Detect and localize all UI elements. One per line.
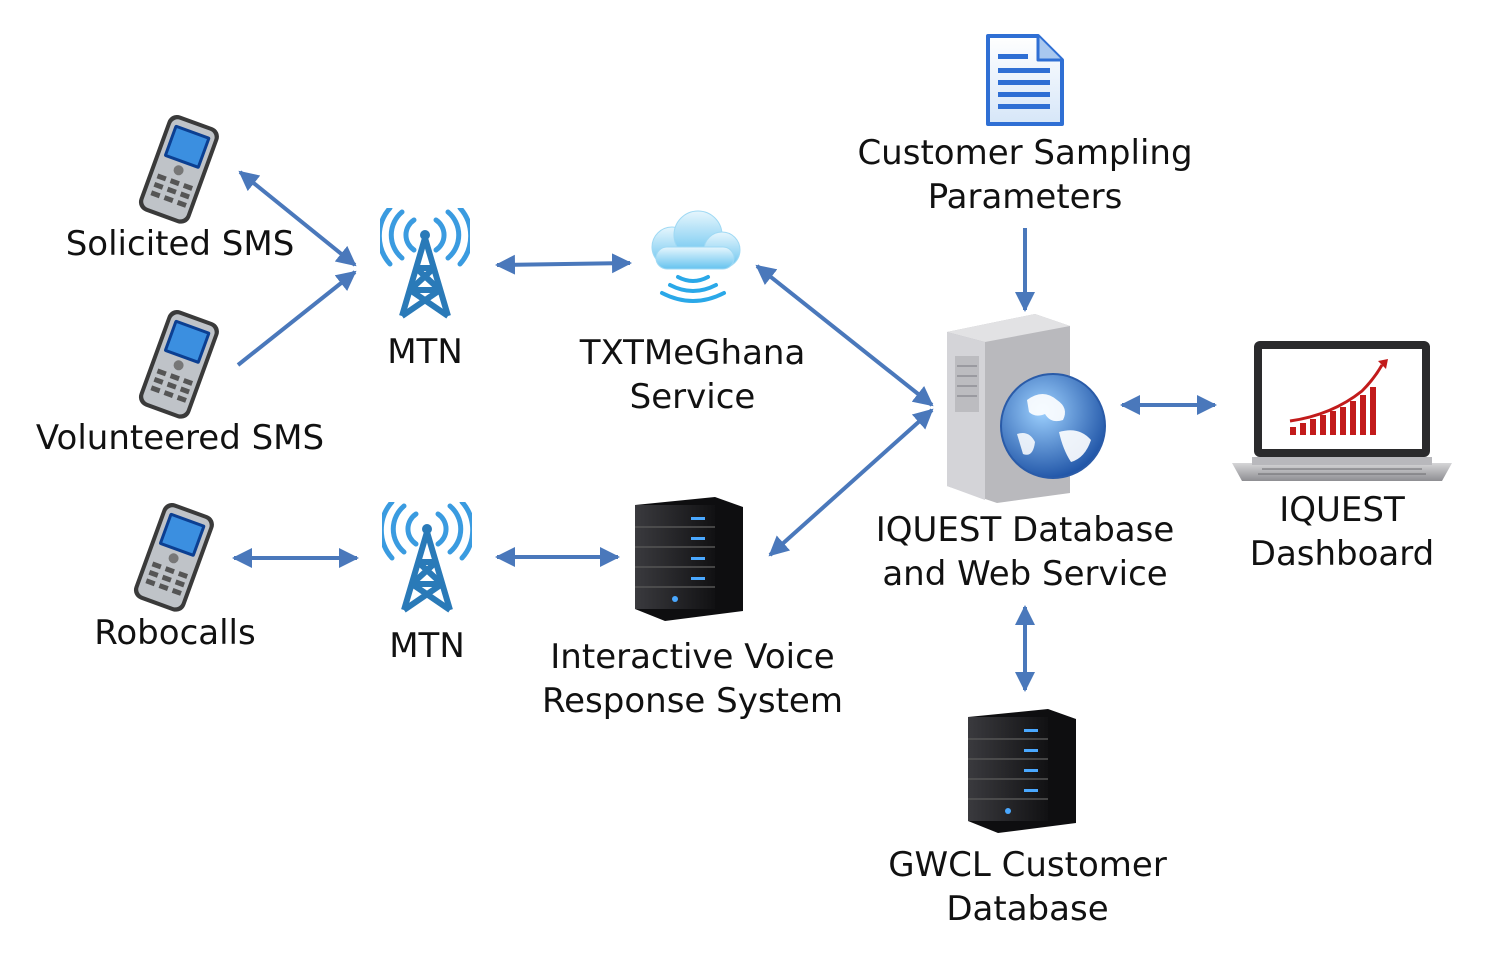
mtn-top-label: MTN (360, 330, 490, 374)
arrow-volunteered-mtn (236, 270, 357, 367)
sampling-label: Customer Sampling Parameters (850, 131, 1200, 219)
txtme-line1: TXTMeGhana (579, 333, 806, 373)
arrow-ivr-iquest (768, 408, 934, 557)
robocalls-text: Robocalls (94, 613, 256, 653)
mtn-bottom-text: MTN (389, 626, 465, 666)
ivr-line1: Interactive Voice (550, 637, 835, 677)
mobile-phone-icon (133, 503, 214, 612)
ivr-line2: Response System (542, 681, 843, 721)
robocalls-label: Robocalls (60, 611, 290, 655)
rack-server-icon (968, 709, 1076, 833)
txtme-line2: Service (629, 377, 756, 417)
mobile-phone-icon (138, 310, 219, 419)
dashboard-line1: IQUEST (1279, 490, 1405, 530)
sampling-line2: Parameters (927, 177, 1123, 217)
arrow-txtme-iquest (755, 264, 934, 407)
solicited-sms-label: Solicited SMS (40, 222, 320, 266)
web-server-globe-icon (947, 314, 1106, 503)
rack-server-icon (635, 497, 743, 621)
gwcl-label: GWCL Customer Database (870, 843, 1185, 931)
arrow-solicited-mtn (238, 170, 357, 267)
mtn-bottom-label: MTN (362, 624, 492, 668)
cloud-icon (651, 210, 741, 303)
txtme-label: TXTMeGhana Service (550, 331, 835, 419)
mtn-top-text: MTN (387, 332, 463, 372)
iquest-db-line2: and Web Service (882, 554, 1168, 594)
solicited-sms-text: Solicited SMS (65, 224, 295, 264)
cell-tower-icon (382, 502, 472, 613)
dashboard-label: IQUEST Dashboard (1222, 488, 1462, 576)
document-icon (986, 34, 1064, 126)
iquest-db-line1: IQUEST Database (875, 510, 1175, 550)
sampling-line1: Customer Sampling (857, 133, 1193, 173)
dashboard-line2: Dashboard (1249, 534, 1435, 574)
laptop-chart-icon (1232, 341, 1452, 481)
cell-tower-icon (380, 208, 470, 319)
iquest-db-label: IQUEST Database and Web Service (865, 508, 1185, 596)
mobile-phone-icon (138, 115, 219, 224)
gwcl-line1: GWCL Customer (888, 845, 1167, 885)
volunteered-sms-label: Volunteered SMS (20, 416, 340, 460)
gwcl-line2: Database (946, 889, 1109, 929)
volunteered-sms-text: Volunteered SMS (35, 418, 325, 458)
arrow-mtn-txtme (495, 253, 632, 275)
ivr-label: Interactive Voice Response System (530, 635, 855, 723)
